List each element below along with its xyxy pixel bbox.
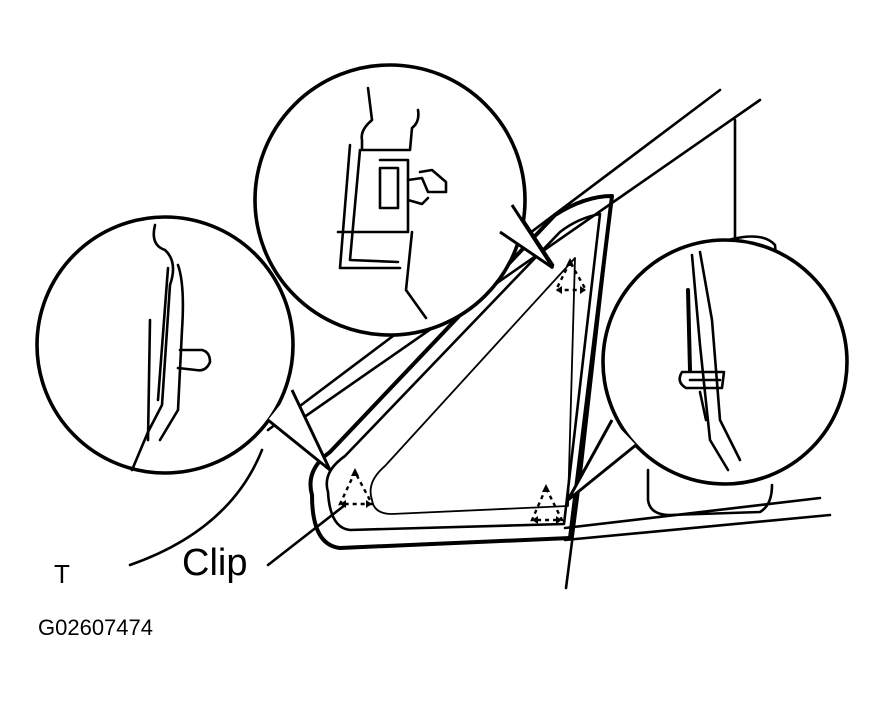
clip-label: Clip: [182, 542, 247, 584]
detail-view-right: [566, 238, 849, 502]
clip-marker-upper: [554, 258, 589, 294]
corner-mark-label: T: [54, 559, 70, 589]
detail-view-upper: [253, 63, 555, 337]
detail-view-left: [35, 215, 332, 475]
figure-code-label: G02607474: [38, 615, 153, 640]
clip-marker-lower-right: [530, 484, 564, 524]
clip-marker-lower-left: [338, 468, 374, 508]
clip-leader-line: [266, 503, 347, 567]
